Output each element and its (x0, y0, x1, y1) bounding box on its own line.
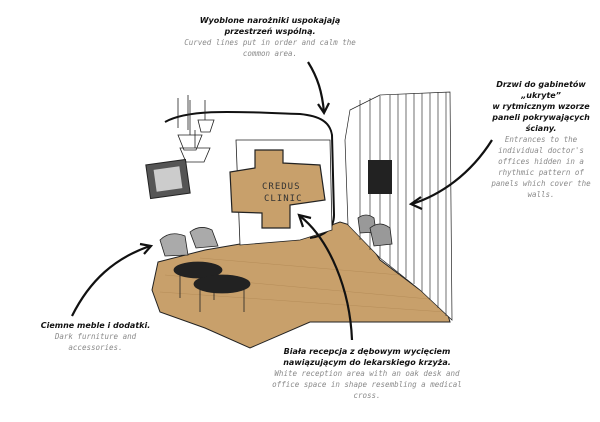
arrow-furniture (71, 244, 151, 317)
annotation-doors-pl-1: Drzwi do gabinetów „ukryte” (496, 80, 586, 100)
annotation-reception: Biała recepcja z dębowym wycięciem nawią… (272, 346, 462, 401)
arrow-doors (411, 139, 493, 206)
arrow-ceiling (307, 61, 326, 113)
annotation-furniture-en: Dark furniture and accessories. (54, 332, 137, 352)
medical-cross-desk (229, 149, 326, 229)
annotation-reception-pl: Biała recepcja z dębowym wycięciem nawią… (283, 347, 451, 367)
pendant-lamps (177, 100, 215, 163)
annotation-doors-en: Entrances to the individual doctor's off… (491, 135, 591, 199)
annotation-arrows (71, 61, 493, 341)
annotation-ceiling-pl: Wyoblone narożniki uspokajają przestrzeń… (199, 16, 341, 36)
annotation-ceiling-en: Curved lines put in order and calm the c… (184, 38, 356, 58)
annotation-furniture: Ciemne meble i dodatki. Dark furniture a… (28, 320, 163, 353)
annotation-furniture-pl: Ciemne meble i dodatki. (40, 321, 151, 330)
sign-line2: CLINIC (264, 194, 303, 204)
wall-tv (368, 160, 392, 194)
annotation-doors: Drzwi do gabinetów „ukryte” w rytmicznym… (485, 79, 597, 200)
annotation-doors-pl-2: w rytmicznym wzorze paneli pokrywających… (492, 102, 590, 133)
annotation-reception-en: White reception area with an oak desk an… (272, 369, 462, 400)
dark-furniture (159, 214, 393, 312)
sign-line1: CREDUS (262, 182, 301, 192)
annotation-ceiling: Wyoblone narożniki uspokajają przestrzeń… (180, 15, 360, 59)
arrow-reception (299, 215, 354, 341)
